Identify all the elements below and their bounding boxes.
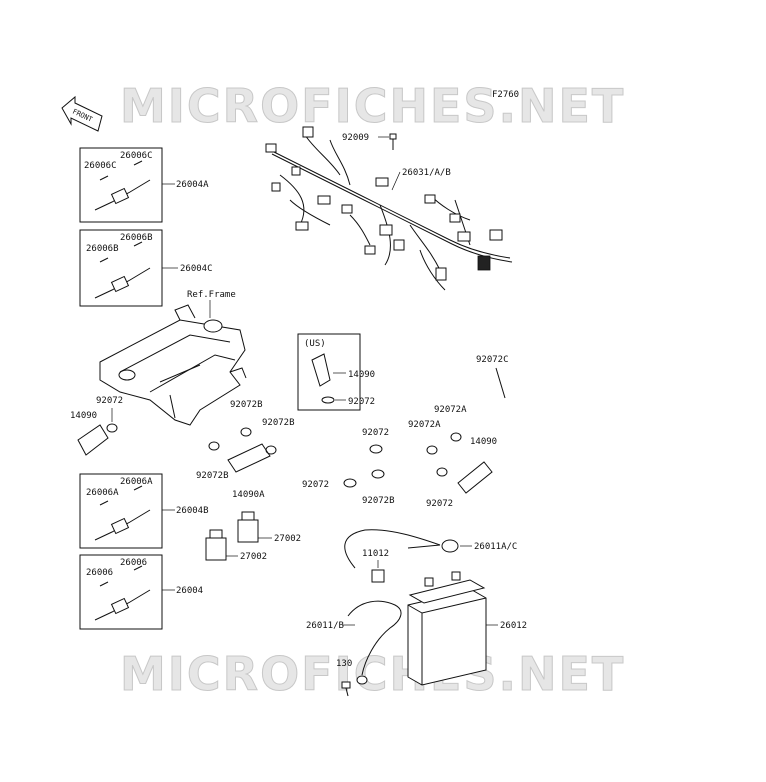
callout-92072-left: 92072 bbox=[96, 396, 123, 406]
figure-code: F2760 bbox=[492, 90, 519, 100]
callout-14090-left: 14090 bbox=[70, 411, 97, 421]
callout-14090-us: 14090 bbox=[348, 370, 375, 380]
fuse-holder-box-26004A bbox=[79, 147, 175, 223]
callout-26006B-2: 26006B bbox=[86, 244, 119, 254]
callout-92072-mid2: 92072 bbox=[302, 480, 329, 490]
callout-26006C-1: 26006C bbox=[120, 151, 153, 161]
callout-92072B-1: 92072B bbox=[230, 400, 263, 410]
bolt-130 bbox=[341, 681, 351, 697]
callout-11012: 11012 bbox=[362, 549, 389, 559]
callout-92072B-3: 92072B bbox=[196, 471, 229, 481]
callout-ref-frame: Ref.Frame bbox=[187, 290, 236, 300]
callout-26006-1: 26006 bbox=[120, 558, 147, 568]
callout-26004A: 26004A bbox=[176, 180, 209, 190]
callout-26006B-1: 26006B bbox=[120, 233, 153, 243]
callout-27002-1: 27002 bbox=[274, 534, 301, 544]
relays-27002 bbox=[205, 511, 272, 561]
starter-cable bbox=[344, 529, 472, 583]
callout-92072B-4: 92072B bbox=[362, 496, 395, 506]
callout-92072-us: 92072 bbox=[348, 397, 375, 407]
cover-right bbox=[426, 432, 493, 494]
callout-us: (US) bbox=[304, 339, 326, 349]
callout-26011AC: 26011A/C bbox=[474, 542, 517, 552]
clamps-middle bbox=[343, 444, 385, 488]
callout-92072A-1: 92072A bbox=[434, 405, 467, 415]
fuse-holder-box-26004C bbox=[79, 229, 178, 307]
callout-26031: 26031/A/B bbox=[402, 168, 451, 178]
callout-27002-2: 27002 bbox=[240, 552, 267, 562]
callout-26011B: 26011/B bbox=[306, 621, 344, 631]
frame bbox=[99, 304, 247, 426]
battery-26012 bbox=[407, 571, 498, 686]
callout-26006-2: 26006 bbox=[86, 568, 113, 578]
wiring-harness bbox=[265, 126, 513, 291]
callout-26006A-2: 26006A bbox=[86, 488, 119, 498]
fuse-holder-box-26004 bbox=[79, 554, 175, 630]
cover-left bbox=[77, 408, 118, 456]
callout-130: 130 bbox=[336, 659, 352, 669]
callout-92072C: 92072C bbox=[476, 355, 509, 365]
callout-92072A-2: 92072A bbox=[408, 420, 441, 430]
callout-14090-right: 14090 bbox=[470, 437, 497, 447]
callout-26006C-2: 26006C bbox=[84, 161, 117, 171]
fuse-holder-box-26004B bbox=[79, 473, 175, 549]
callout-92009: 92009 bbox=[342, 133, 369, 143]
callout-92072-right: 92072 bbox=[426, 499, 453, 509]
callout-26006A-1: 26006A bbox=[120, 477, 153, 487]
rod-92072C bbox=[495, 367, 506, 399]
cover-box-us bbox=[297, 333, 361, 411]
bolt-92009 bbox=[389, 133, 397, 150]
callout-26004: 26004 bbox=[176, 586, 203, 596]
callout-26012: 26012 bbox=[500, 621, 527, 631]
callout-26004C: 26004C bbox=[180, 264, 213, 274]
callout-26004B: 26004B bbox=[176, 506, 209, 516]
callout-92072B-2: 92072B bbox=[262, 418, 295, 428]
watermark-bottom: MICROFICHES.NET bbox=[120, 647, 625, 701]
watermark-top: MICROFICHES.NET bbox=[120, 79, 625, 133]
callout-92072-mid: 92072 bbox=[362, 428, 389, 438]
callout-14090A: 14090A bbox=[232, 490, 265, 500]
cover-14090A bbox=[208, 427, 277, 473]
ground-cable bbox=[342, 600, 402, 685]
front-arrow-icon: FRONT bbox=[61, 95, 103, 132]
